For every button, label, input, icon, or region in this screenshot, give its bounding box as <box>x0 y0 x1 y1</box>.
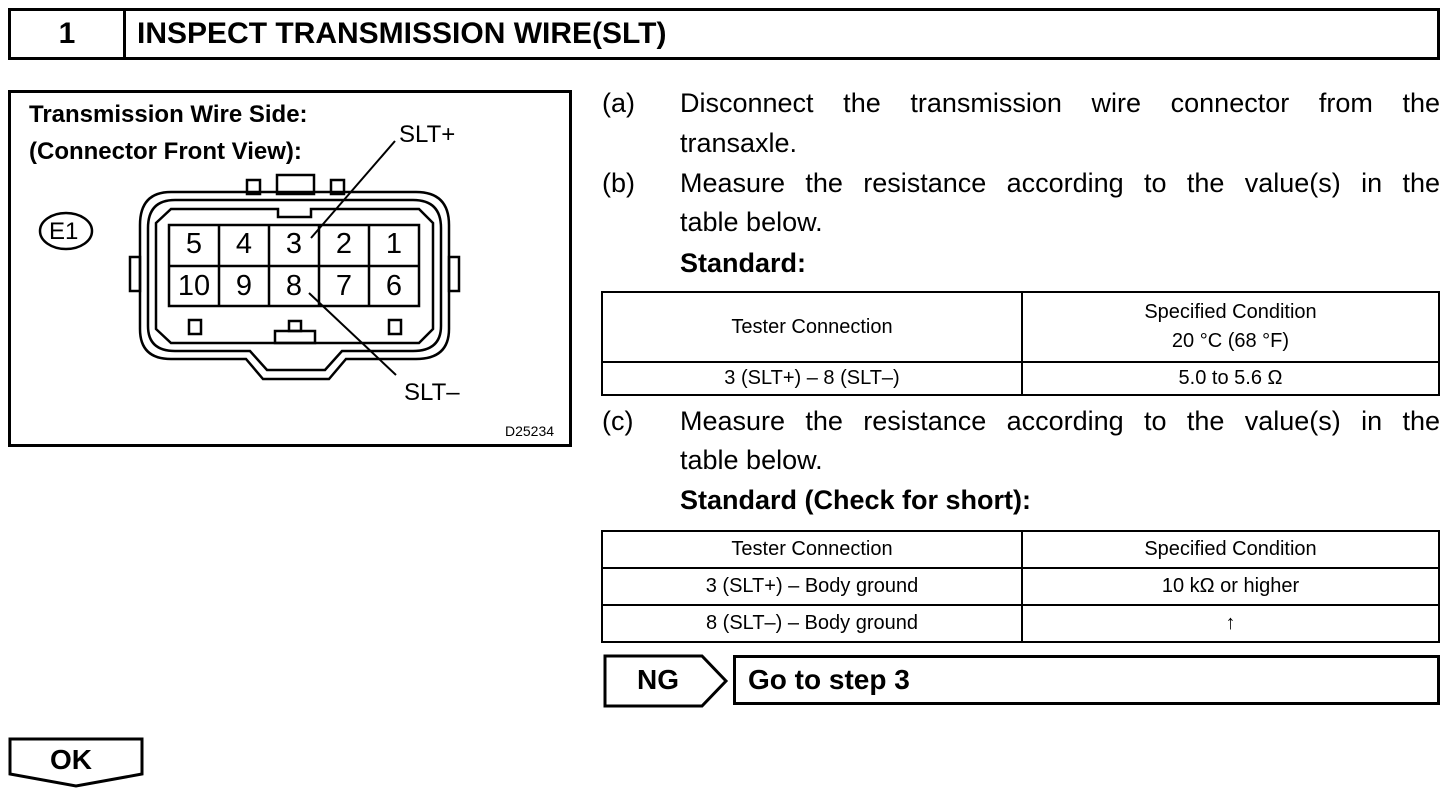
table2-col2-header: Specified Condition <box>1021 530 1440 569</box>
ok-arrow-shape <box>8 737 144 788</box>
pin-number: 9 <box>235 270 253 302</box>
table2-row1-condition: 10 kΩ or higher <box>1021 567 1440 606</box>
pin-number: 7 <box>335 270 353 302</box>
step-a-line2: transaxle. <box>680 128 798 158</box>
table1-row1-condition: 5.0 to 5.6 Ω <box>1021 361 1440 396</box>
connector-bottom-keys <box>187 318 403 345</box>
step-c-line2: table below. <box>680 445 823 475</box>
connector-housing-inner <box>154 207 435 345</box>
figure-title-line2: (Connector Front View): <box>29 138 302 165</box>
pin-number: 3 <box>285 228 303 260</box>
ng-action-text: Go to step 3 <box>748 664 910 695</box>
table1-col1-header: Tester Connection <box>601 291 1023 363</box>
slt-minus-label: SLT– <box>404 379 460 406</box>
ng-action-box: Go to step 3 <box>733 655 1440 705</box>
connector-id-label: E1 <box>49 218 79 245</box>
connector-housing-rim <box>146 198 443 372</box>
step-header: 1 INSPECT TRANSMISSION WIRE(SLT) <box>8 8 1440 60</box>
pin-number: 4 <box>235 228 253 260</box>
step-title: INSPECT TRANSMISSION WIRE(SLT) <box>137 17 667 50</box>
table-row: 3 (SLT+) – Body ground 10 kΩ or higher <box>601 567 1440 606</box>
step-a-line1: Disconnect the transmission wire connect… <box>680 88 1440 118</box>
connector-id-ellipse <box>38 211 94 251</box>
table1-row1-connection: 3 (SLT+) – 8 (SLT–) <box>601 361 1023 396</box>
table2-col1-header: Tester Connection <box>601 530 1023 569</box>
pin-number: 2 <box>335 228 353 260</box>
connector-left-tab <box>128 255 142 293</box>
connector-top-latch <box>245 173 346 196</box>
step-c-letter: (c) <box>602 406 634 436</box>
slt-plus-leader <box>310 140 396 239</box>
step-number: 1 <box>11 11 126 57</box>
table1-col2-header-line2: 20 °C (68 °F) <box>1171 330 1290 352</box>
step-b-line2: table below. <box>680 207 823 237</box>
table2-row2-condition: ↑ <box>1021 604 1440 643</box>
step-b-letter: (b) <box>602 168 635 198</box>
ng-arrow-shape <box>603 654 729 708</box>
connector-housing-outer <box>138 190 451 381</box>
table-row: 8 (SLT–) – Body ground ↑ <box>601 604 1440 643</box>
pin-grid <box>167 223 421 308</box>
table1-col2-header-line1: Specified Condition <box>1144 301 1317 323</box>
step-b-line1: Measure the resistance according to the … <box>680 168 1440 198</box>
figure-code: D25234 <box>505 423 555 439</box>
resistance-table: Tester Connection Specified Condition 20… <box>601 291 1440 396</box>
ok-label: OK <box>50 744 92 775</box>
step-a-letter: (a) <box>602 88 635 118</box>
pin-number: 8 <box>285 270 303 302</box>
table-row: 3 (SLT+) – 8 (SLT–) 5.0 to 5.6 Ω <box>601 361 1440 396</box>
step-c-line1: Measure the resistance according to the … <box>680 406 1440 436</box>
connector-right-tab <box>447 255 461 293</box>
connector-figure: Transmission Wire Side: (Connector Front… <box>8 90 572 447</box>
step-c-standard: Standard (Check for short): <box>680 485 1032 515</box>
pin-number: 6 <box>385 270 403 302</box>
table2-row2-connection: 8 (SLT–) – Body ground <box>601 604 1023 643</box>
ng-label: NG <box>637 664 679 695</box>
pin-number: 1 <box>385 228 403 260</box>
connector-drawing <box>38 140 461 381</box>
table2-row1-connection: 3 (SLT+) – Body ground <box>601 567 1023 606</box>
pin-number: 5 <box>185 228 203 260</box>
figure-title-line1: Transmission Wire Side: <box>29 101 308 128</box>
pin-number: 10 <box>177 270 211 302</box>
table1-col2-header: Specified Condition 20 °C (68 °F) <box>1021 291 1440 363</box>
short-check-table: Tester Connection Specified Condition 3 … <box>601 530 1440 643</box>
slt-minus-leader <box>308 292 397 376</box>
slt-plus-label: SLT+ <box>399 121 456 148</box>
step-b-standard: Standard: <box>680 248 807 278</box>
